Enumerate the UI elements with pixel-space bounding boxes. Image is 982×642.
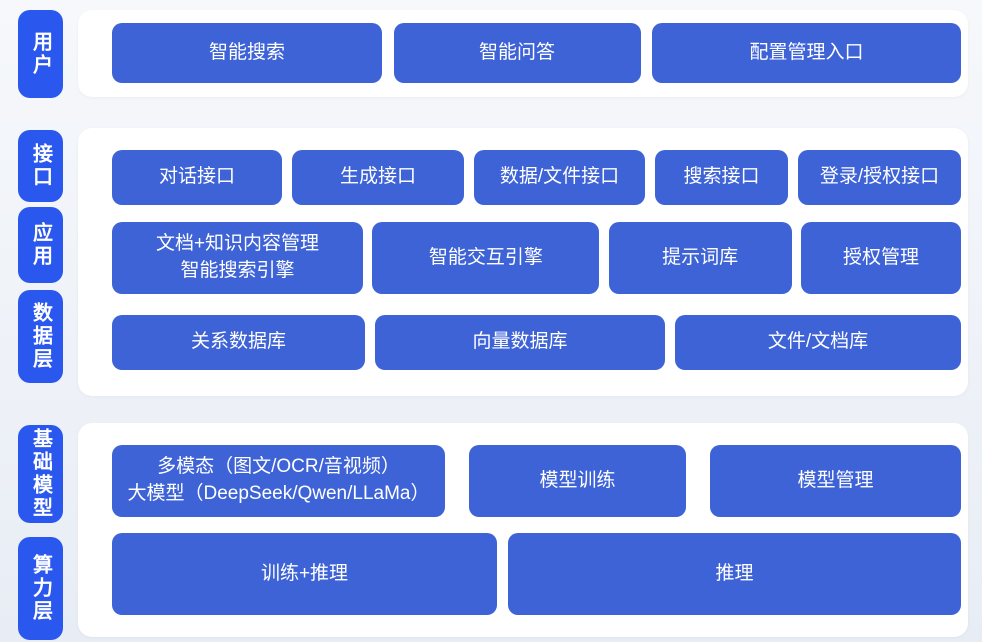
smart-qa-block: 智能问答 — [393, 23, 641, 83]
generation-api-block: 生成接口 — [292, 150, 464, 205]
inference-block: 推理 — [508, 533, 961, 615]
row-interfaces: 对话接口 生成接口 数据/文件接口 搜索接口 登录/授权接口 — [112, 150, 961, 205]
rail-label-interface: 接口 — [18, 130, 63, 202]
file-doc-store-block: 文件/文档库 — [675, 315, 961, 370]
data-file-api-block: 数据/文件接口 — [474, 150, 645, 205]
panel-foundation-layers: 多模态（图文/OCR/音视频） 大模型（DeepSeek/Qwen/LLaMa）… — [78, 423, 968, 637]
train-infer-block: 训练+推理 — [112, 533, 497, 615]
auth-mgmt-block: 授权管理 — [800, 222, 961, 294]
search-api-block: 搜索接口 — [655, 150, 788, 205]
rail-label-compute-layer: 算力层 — [18, 537, 63, 640]
row-data-stores: 关系数据库 向量数据库 文件/文档库 — [112, 315, 961, 370]
rail-label-data-layer: 数据层 — [18, 290, 63, 383]
row-applications: 文档+知识内容管理 智能搜索引擎 智能交互引擎 提示词库 授权管理 — [112, 222, 961, 294]
interactive-engine-block: 智能交互引擎 — [372, 222, 600, 294]
model-mgmt-block: 模型管理 — [710, 445, 961, 517]
row-user-entries: 智能搜索 智能问答 配置管理入口 — [112, 23, 961, 83]
multimodal-llm-block: 多模态（图文/OCR/音视频） 大模型（DeepSeek/Qwen/LLaMa） — [112, 445, 445, 517]
login-auth-api-block: 登录/授权接口 — [798, 150, 961, 205]
panel-platform-layers: 对话接口 生成接口 数据/文件接口 搜索接口 登录/授权接口 文档+知识内容管理… — [78, 128, 968, 396]
vector-db-block: 向量数据库 — [375, 315, 665, 370]
prompt-library-block: 提示词库 — [608, 222, 792, 294]
doc-knowledge-mgmt-block: 文档+知识内容管理 智能搜索引擎 — [112, 222, 363, 294]
relational-db-block: 关系数据库 — [112, 315, 365, 370]
row-compute: 训练+推理 推理 — [112, 533, 961, 615]
rail-label-application: 应用 — [18, 207, 63, 283]
row-foundation-models: 多模态（图文/OCR/音视频） 大模型（DeepSeek/Qwen/LLaMa）… — [112, 445, 961, 517]
config-admin-entry-block: 配置管理入口 — [652, 23, 961, 83]
dialog-api-block: 对话接口 — [112, 150, 282, 205]
rail-label-foundation-model: 基础模型 — [18, 425, 63, 523]
smart-search-block: 智能搜索 — [112, 23, 382, 83]
panel-user-layer: 智能搜索 智能问答 配置管理入口 — [78, 10, 968, 97]
rail-label-user: 用户 — [18, 10, 63, 98]
model-training-block: 模型训练 — [469, 445, 686, 517]
